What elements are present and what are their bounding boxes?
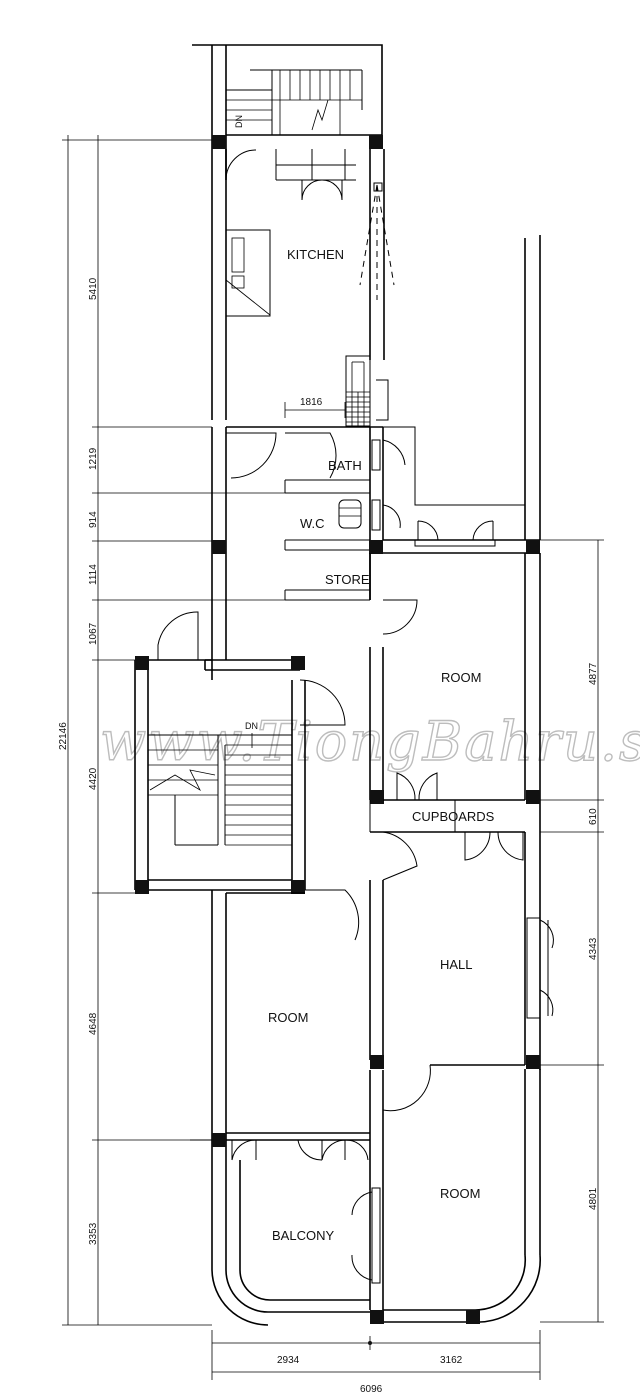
store-label: STORE xyxy=(325,572,370,587)
top-stair: DN xyxy=(192,44,383,420)
dim-bottom-0: 2934 xyxy=(277,1355,300,1366)
wc-label: W.C xyxy=(300,516,325,531)
room-lower: ROOM xyxy=(369,1064,541,1324)
kitchen: KITCHEN xyxy=(225,149,395,427)
dim-left-5: 4420 xyxy=(88,767,99,790)
dim-kitchen-inner-label: 1816 xyxy=(300,397,323,408)
dim-overall-width: 6096 xyxy=(360,1384,383,1395)
room-upper-label: ROOM xyxy=(441,670,481,685)
dim-kitchen-inner: 1816 xyxy=(284,397,346,418)
kitchen-label: KITCHEN xyxy=(287,247,344,262)
middle-stair: DN xyxy=(134,611,360,1140)
dim-overall-height: 22146 xyxy=(58,722,69,750)
stair-dn-label-top: DN xyxy=(234,115,244,128)
balcony-label: BALCONY xyxy=(272,1228,334,1243)
dim-right-3: 4801 xyxy=(588,1187,599,1210)
bottom-dimension-chain: 2934 3162 6096 xyxy=(211,1330,541,1395)
cupboards-label: CUPBOARDS xyxy=(412,809,495,824)
dim-left-4: 1067 xyxy=(88,622,99,645)
dim-right-0: 4877 xyxy=(588,662,599,685)
right-dimension-chain: 4877 610 4343 4801 xyxy=(540,539,604,1323)
dim-left-1: 1219 xyxy=(88,447,99,470)
dim-left-7: 3353 xyxy=(88,1222,99,1245)
left-dimension-chain: 5410 1219 914 1114 1067 4420 4648 3353 2… xyxy=(58,135,285,1326)
cupboards: CUPBOARDS xyxy=(369,772,525,861)
right-wall-upper xyxy=(383,235,541,554)
bath-label: BATH xyxy=(328,458,362,473)
dim-bottom-1: 3162 xyxy=(440,1355,463,1366)
balcony: BALCONY xyxy=(190,1132,381,1326)
stair-dn-label-middle: DN xyxy=(245,721,258,731)
dim-left-3: 1114 xyxy=(88,564,99,585)
hall: HALL xyxy=(369,831,554,1069)
dim-left-0: 5410 xyxy=(88,277,99,300)
dim-right-1: 610 xyxy=(588,808,599,825)
room-lower-label: ROOM xyxy=(440,1186,480,1201)
room-middle: ROOM xyxy=(226,892,308,1025)
dim-left-6: 4648 xyxy=(88,1012,99,1035)
room-middle-label: ROOM xyxy=(268,1010,308,1025)
dim-left-2: 914 xyxy=(88,511,99,528)
dim-right-2: 4343 xyxy=(588,937,599,960)
hall-label: HALL xyxy=(440,957,473,972)
